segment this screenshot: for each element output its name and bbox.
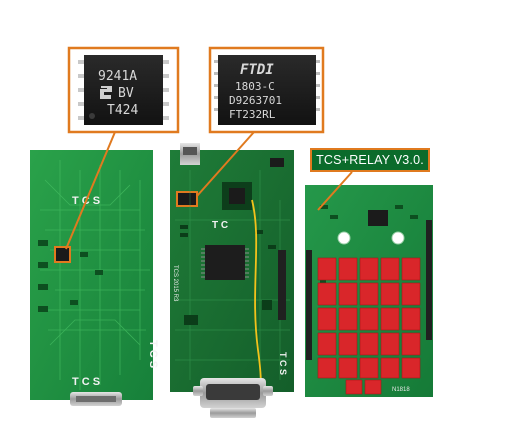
middle-pcb-board: T C T C S TCS 2015 R3 — [170, 143, 294, 418]
middle-chip-line-4: FT232RL — [229, 108, 276, 121]
right-label-callout-line — [317, 171, 353, 211]
relay-array — [317, 257, 421, 395]
middle-chip-line-2: 1803-C — [235, 80, 275, 93]
left-chip-callout — [65, 46, 180, 250]
svg-text:T C: T C — [212, 220, 228, 231]
left-chip-line-1: 9241A — [98, 69, 137, 84]
svg-text:T C S: T C S — [72, 376, 100, 388]
left-pcb-board: T C S T C S T C S — [30, 150, 159, 406]
svg-text:TCS 2015 R3: TCS 2015 R3 — [172, 265, 178, 302]
left-chip-line-3: T424 — [107, 103, 138, 118]
middle-chip-brand: FTDI — [240, 62, 274, 78]
left-chip-line-2: BV — [118, 86, 134, 101]
middle-chip-line-3: D9263701 — [229, 94, 282, 107]
right-pcb-board: N1818 — [305, 185, 433, 397]
middle-chip-callout — [196, 46, 325, 197]
svg-text:T C S: T C S — [147, 340, 159, 368]
svg-text:T C S: T C S — [278, 352, 288, 375]
right-board-label: TCS+RELAY V3.0. — [310, 148, 430, 172]
logo-icon — [100, 86, 112, 99]
svg-text:N1818: N1818 — [392, 387, 410, 393]
